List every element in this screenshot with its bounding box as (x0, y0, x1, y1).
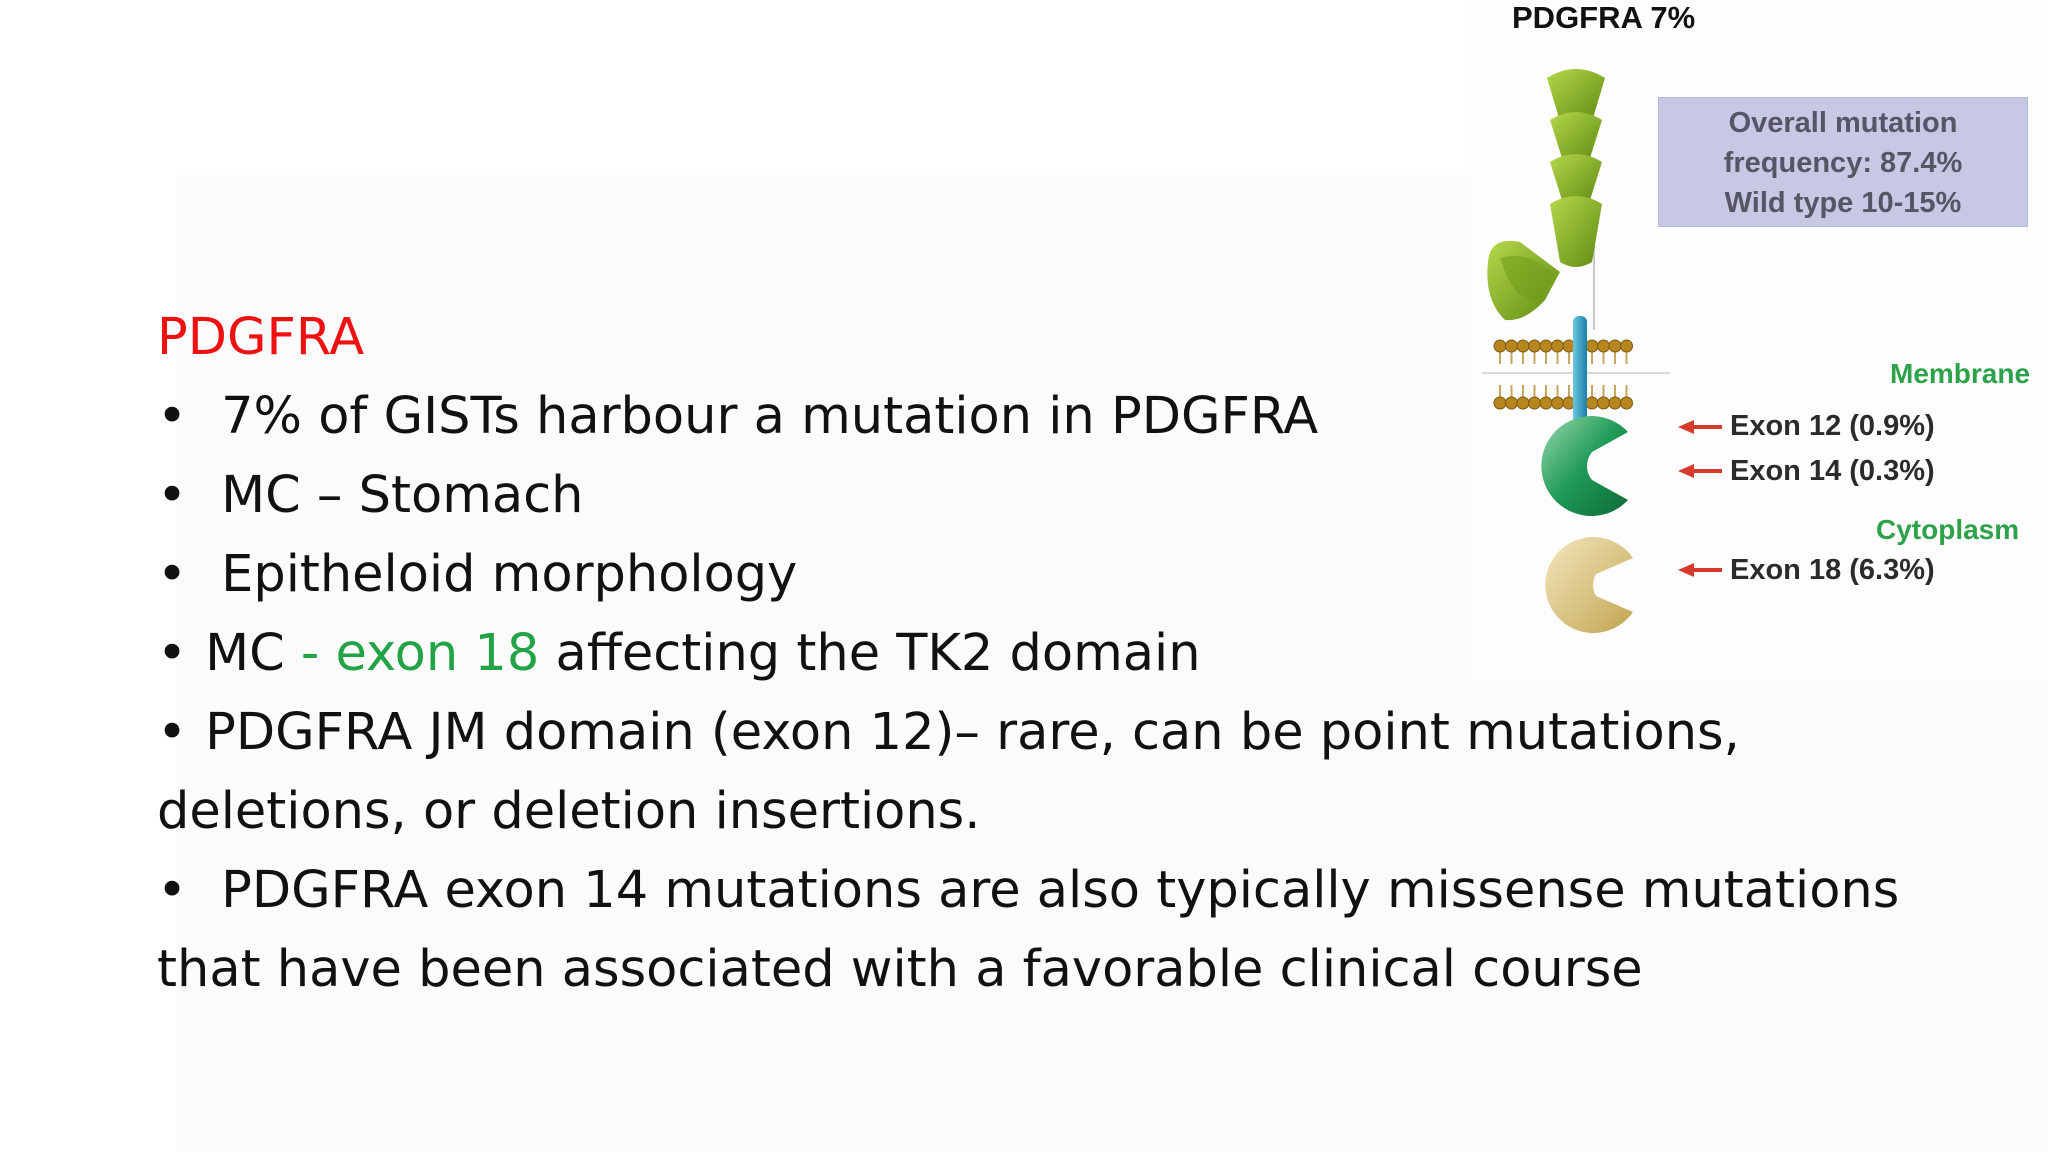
bullet-icon: • (157, 861, 188, 920)
exon14-label: Exon 14 (0.3%) (1730, 455, 1935, 487)
bullet-line-4: • MC - exon 18 affecting the TK2 domain (157, 614, 1857, 693)
tk2-domain (1545, 537, 1633, 633)
cytoplasm-label: Cytoplasm (1876, 514, 2020, 545)
exon12-label: Exon 12 (0.9%) (1730, 410, 1935, 442)
bullet-text-2: MC – Stomach (221, 466, 584, 525)
bullet-icon: • (157, 624, 188, 683)
extracellular-domains (1487, 69, 1605, 321)
bullet-text-4a: MC (205, 624, 285, 683)
tk1-domain (1541, 416, 1628, 516)
bullet-line-3: • Epitheloid morphology (157, 535, 1857, 614)
continuation-line-6: deletions, or deletion insertions. (157, 782, 981, 841)
lipid-head (1620, 339, 1633, 353)
membrane-label: Membrane (1890, 358, 2031, 389)
info-line-2: frequency: 87.4% (1723, 147, 1963, 179)
arrow-exon18 (1678, 563, 1722, 577)
bullet-icon: • (157, 387, 188, 446)
mutation-frequency-box: Overall mutation frequency: 87.4% Wild t… (1658, 97, 2028, 227)
bullet-icon: • (157, 466, 188, 525)
bullet-line-2: • MC – Stomach (157, 456, 1857, 535)
lipid-head (1620, 396, 1633, 410)
bullet-icon: • (157, 703, 188, 762)
arrow-exon12 (1678, 420, 1722, 434)
bullet-icon: • (157, 545, 188, 604)
bullet-line-7: • PDGFRA exon 14 mutations are also typic… (157, 851, 1899, 930)
bullet-line-5: • PDGFRA JM domain (exon 12)– rare, can b… (157, 693, 1857, 772)
bullet-text-4c: affecting the TK2 domain (539, 624, 1201, 683)
slide-heading: PDGFRA (157, 308, 365, 367)
transmembrane-helix (1573, 316, 1587, 436)
bullet-text-1: 7% of GISTs harbour a mutation in PDGFRA (221, 387, 1319, 446)
arrow-exon14 (1678, 464, 1722, 478)
bullet-text-3: Epitheloid morphology (221, 545, 798, 604)
bullet-text-5: PDGFRA JM domain (exon 12)– rare, can be… (205, 703, 1740, 762)
exon18-label: Exon 18 (6.3%) (1730, 554, 1935, 586)
exon18-highlight: - exon 18 (284, 624, 540, 683)
pdgfra-receptor-diagram (1482, 69, 1722, 633)
slide-body: PDGFRA • 7% of GISTs harbour a mutation i… (157, 298, 1899, 1009)
bullet-line-1: • 7% of GISTs harbour a mutation in PDGFR… (157, 377, 1857, 456)
info-line-3: Wild type 10-15% (1724, 187, 1962, 219)
continuation-line-8: that have been associated with a favorab… (157, 940, 1643, 999)
info-line-1: Overall mutation (1728, 107, 1958, 139)
bullet-text-7: PDGFRA exon 14 mutations are also typica… (221, 861, 1900, 920)
figure-title: PDGFRA 7% (1512, 0, 1696, 35)
